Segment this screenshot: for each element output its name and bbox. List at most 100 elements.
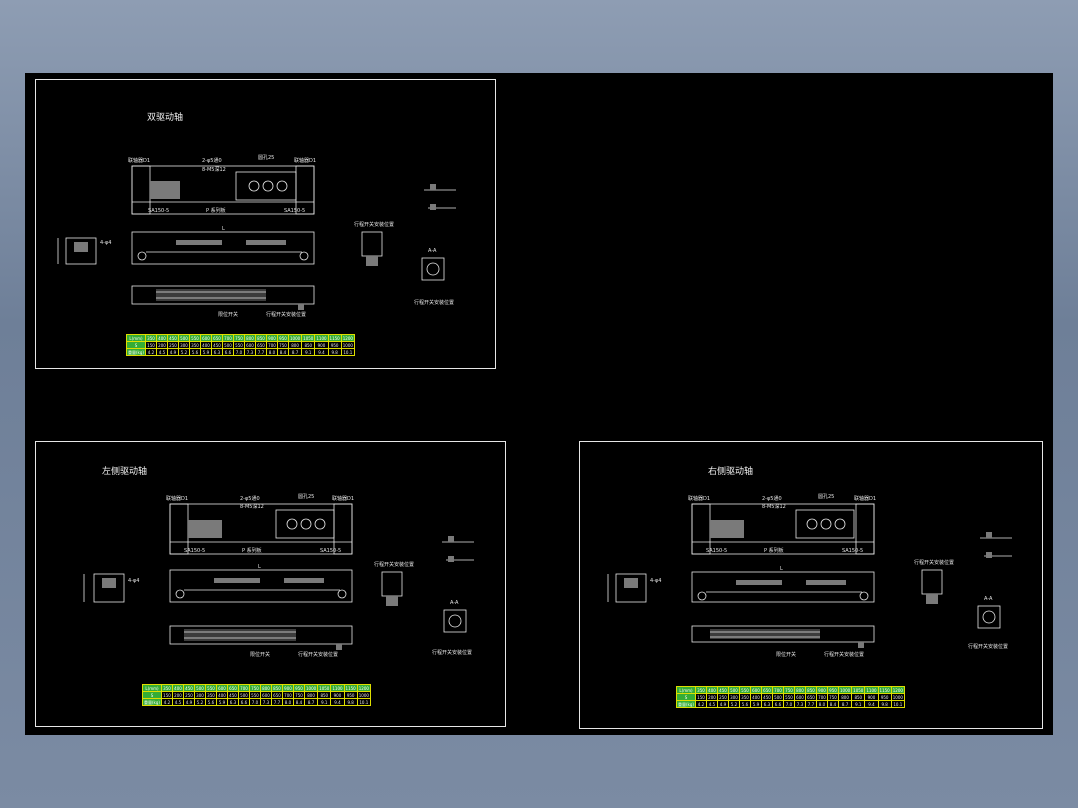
table-cell: 8.4: [292, 698, 305, 706]
table-cell: 500: [221, 341, 234, 349]
table-cell: 750: [826, 693, 839, 701]
table-cell: 850: [804, 686, 817, 694]
table-cell: 9.4: [864, 700, 879, 708]
table-cell: 5.9: [749, 700, 762, 708]
label-holes2: 8-M5深12: [202, 166, 226, 173]
label-sensor-side: 行程开关安装位置: [354, 221, 394, 228]
label-length: L: [780, 566, 783, 572]
table-cell: 650: [804, 693, 817, 701]
table-cell: 900: [281, 684, 294, 692]
table-cell: 350: [144, 334, 157, 342]
table-cell: 900: [330, 691, 345, 699]
table-cell: 650: [210, 334, 223, 342]
table-cell: 950: [343, 691, 358, 699]
label-coupler-right: 联轴器D1: [332, 495, 354, 502]
table-cell: 400: [155, 334, 168, 342]
label-sensor-side: 行程开关安装位置: [374, 561, 414, 568]
table-cell: 1100: [864, 686, 879, 694]
table-cell: 300: [727, 693, 740, 701]
drawing-sheet-left-drive[interactable]: 左侧驱动轴 联轴器D1 联轴器D1 2-φ5通0 8-M5深12 圆孔25 SA…: [35, 441, 506, 727]
table-cell: 10.1: [890, 700, 905, 708]
table-cell: 4.2: [144, 348, 157, 356]
table-row-header: S: [676, 693, 696, 701]
table-cell: 950: [327, 341, 342, 349]
label-holes2: 8-M5深12: [240, 503, 264, 510]
table-cell: 700: [771, 686, 784, 694]
label-sensor-right: 行程开关安装位置: [968, 643, 1008, 650]
table-cell: 9.8: [877, 700, 892, 708]
table-cell: 450: [716, 686, 729, 694]
table-cell: 950: [877, 693, 892, 701]
table-cell: 450: [760, 693, 773, 701]
table-cell: 750: [232, 334, 245, 342]
table-cell: 750: [248, 684, 261, 692]
table-cell: 4.9: [166, 348, 179, 356]
label-mount-right: SA150-5: [842, 548, 863, 554]
table-cell: 5.2: [177, 348, 190, 356]
table-cell: 450: [226, 691, 239, 699]
table-cell: 8.0: [265, 348, 278, 356]
label-holes-end: 4-φ4: [128, 578, 139, 584]
label-coupler-right: 联轴器D1: [854, 495, 876, 502]
table-cell: 4.5: [155, 348, 168, 356]
table-cell: 7.7: [270, 698, 283, 706]
table-cell: 9.1: [851, 700, 866, 708]
table-cell: 700: [281, 691, 294, 699]
sheet-title: 双驱动轴: [147, 113, 184, 123]
table-cell: 8.7: [837, 700, 853, 708]
label-sensor-side: 行程开关安装位置: [914, 559, 954, 566]
table-cell: 900: [864, 693, 879, 701]
table-row-header: S: [142, 691, 162, 699]
table-cell: 7.3: [243, 348, 256, 356]
label-mount-left: SA150-5: [184, 548, 205, 554]
table-cell: 150: [694, 693, 707, 701]
table-cell: 550: [782, 693, 795, 701]
drawing-sheet-dual-drive[interactable]: 双驱动轴 联轴器D1 联轴器D1 2-φ5通0 8-M5深12 圆孔25 SA1…: [35, 79, 496, 369]
table-cell: 5.6: [204, 698, 217, 706]
table-cell: 250: [166, 341, 179, 349]
table-row-header: L(mm): [142, 684, 162, 692]
table-cell: 4.5: [705, 700, 718, 708]
table-cell: 400: [705, 686, 718, 694]
table-cell: 1150: [327, 334, 342, 342]
table-cell: 950: [276, 334, 289, 342]
label-section: A-A: [428, 248, 437, 254]
label-holes2: 8-M5深12: [762, 503, 786, 510]
label-holes-end: 4-φ4: [650, 578, 661, 584]
table-cell: 6.6: [771, 700, 784, 708]
table-cell: 6.6: [221, 348, 234, 356]
table-cell: 550: [204, 684, 217, 692]
axis-drawing: 联轴器D1 联轴器D1 2-φ5通0 8-M5深12 圆孔25 SA150-5 …: [57, 154, 456, 318]
table-cell: 7.0: [782, 700, 795, 708]
table-cell: 7.3: [793, 700, 806, 708]
table-cell: 750: [782, 686, 795, 694]
table-cell: 1150: [877, 686, 892, 694]
table-cell: 600: [243, 341, 256, 349]
table-cell: 8.4: [276, 348, 289, 356]
table-cell: 1000: [356, 691, 371, 699]
label-coupler-left: 联轴器D1: [166, 495, 188, 502]
table-cell: 5.9: [199, 348, 212, 356]
table-cell: 850: [851, 693, 866, 701]
drawing-sheet-right-drive[interactable]: 右侧驱动轴 联轴器D1 联轴器D1 2-φ5通0 8-M5深12 圆孔25 SA…: [579, 441, 1043, 729]
label-limit: 限位开关: [250, 651, 270, 658]
table-cell: 200: [171, 691, 184, 699]
table-cell: 900: [314, 341, 329, 349]
label-section: A-A: [450, 600, 459, 606]
table-cell: 700: [815, 693, 828, 701]
table-cell: 500: [771, 693, 784, 701]
table-cell: 650: [270, 691, 283, 699]
table-cell: 1000: [287, 334, 303, 342]
table-cell: 150: [144, 341, 157, 349]
table-cell: 10.1: [356, 698, 371, 706]
cad-model-space[interactable]: 双驱动轴 联轴器D1 联轴器D1 2-φ5通0 8-M5深12 圆孔25 SA1…: [25, 73, 1053, 735]
table-cell: 250: [716, 693, 729, 701]
table-row-header: L(mm): [676, 686, 696, 694]
table-cell: 500: [193, 684, 206, 692]
table-cell: 9.1: [301, 348, 316, 356]
